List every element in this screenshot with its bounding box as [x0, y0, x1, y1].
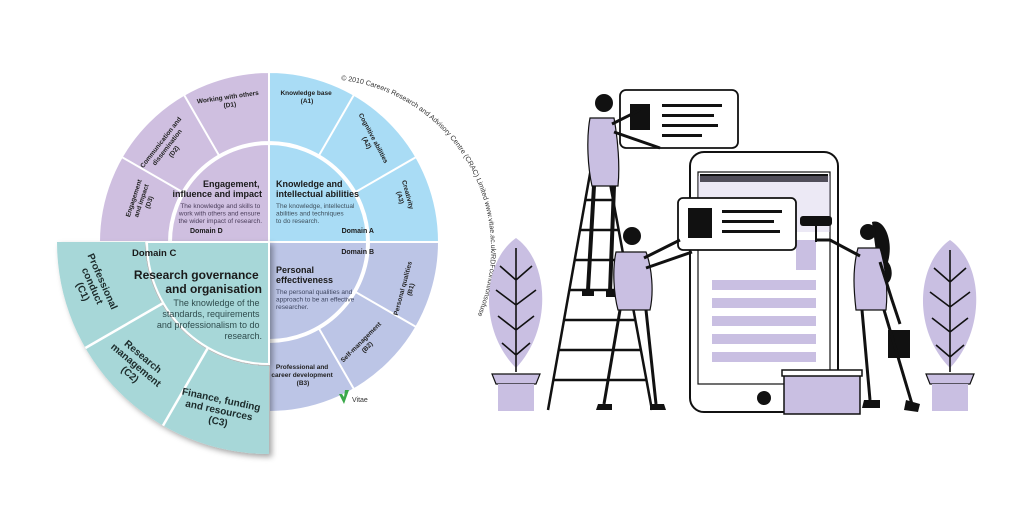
domain-c-desc: research. — [224, 331, 262, 341]
domain-d-title: influence and impact — [172, 189, 262, 199]
domain-b-desc: researcher. — [276, 304, 309, 311]
domain-a-panel: Knowledge and intellectual abilities The… — [276, 179, 374, 235]
svg-text:The knowledge, intellectual: The knowledge, intellectual abilities an… — [276, 203, 356, 225]
domain-a-desc: abilities and techniques — [276, 211, 344, 218]
subdomain-d1-line: (D1) — [223, 101, 236, 110]
content-card-top — [619, 89, 739, 149]
subdomain-b1-line: (B1) — [406, 283, 416, 297]
svg-text:The knowledge of the s: The knowledge of the standards, requirem… — [157, 298, 262, 341]
ring-divider — [161, 347, 210, 427]
domain-a-title: intellectual abilities — [276, 189, 359, 199]
person-standing-icon — [596, 227, 693, 410]
person-painting-icon — [800, 216, 920, 412]
left-plant-icon — [488, 238, 543, 411]
ring-divider — [121, 156, 185, 194]
domain-c-panel: Domain C Research governance and organis… — [132, 248, 262, 341]
svg-text:Knowledge base (A1): Knowledge base (A1) — [280, 90, 333, 105]
svg-text:The personal qualities and: The personal qualities and approach to b… — [276, 289, 356, 311]
domain-a-inner — [268, 142, 369, 243]
subdomain-c3-line: (C3) — [207, 415, 228, 430]
domain-c-label: Domain C — [132, 248, 176, 259]
content-card-middle — [677, 197, 797, 251]
domain-d-desc: work with others and ensure — [178, 211, 261, 218]
paint-box-icon — [781, 369, 863, 415]
ring-divider — [183, 94, 221, 158]
domain-c-desc: and professionalism to do — [157, 320, 260, 330]
domain-b-title: Personal — [276, 265, 314, 275]
domain-d-inner — [169, 142, 270, 243]
vitae-logo: Vitae — [339, 390, 368, 404]
domain-c-highlight — [57, 241, 270, 454]
domain-c-title: Research governance — [134, 268, 259, 282]
domain-b-desc: The personal qualities and — [276, 289, 353, 296]
domain-b-title: effectiveness — [276, 275, 333, 285]
domain-b-label: Domain B — [341, 249, 374, 256]
domain-a-desc: to do research. — [276, 218, 320, 225]
subdomain-a1-line: Knowledge base — [280, 90, 332, 97]
right-plant-icon — [922, 240, 977, 411]
domain-c-inner — [145, 241, 270, 366]
domain-d-desc: The knowledge and skills to — [180, 203, 260, 210]
subdomain-a1: Knowledge base (A1) — [280, 90, 333, 105]
domain-c-desc: standards, requirements — [162, 309, 260, 319]
rdf-wheel: Knowledge base (A1) Cognitive abilities … — [57, 70, 496, 454]
vitae-mark-icon — [339, 390, 349, 404]
subdomain-d3-line: (D3) — [145, 195, 156, 209]
subdomain-b3-line: career development — [271, 372, 333, 379]
ring-dividers — [121, 94, 417, 390]
ring-divider — [353, 156, 417, 194]
subdomain-a1-line: (A1) — [301, 98, 314, 105]
domain-d-panel: Engagement, influence and impact The kno… — [172, 179, 262, 235]
domain-a-label: Domain A — [342, 228, 374, 235]
team-building-illustration — [488, 89, 977, 415]
domain-b-panel: Domain B Personal effectiveness The pers… — [276, 249, 374, 311]
subdomain-b3-line: (B3) — [297, 380, 310, 387]
domain-a-desc: The knowledge, intellectual — [276, 203, 355, 210]
ring-divider — [84, 301, 164, 350]
svg-text:Professional and caree: Professional and career development (B3) — [271, 364, 334, 387]
domain-d-label: Domain D — [190, 228, 223, 235]
domain-c-outer-ring — [57, 242, 269, 454]
vitae-brand-text: Vitae — [352, 397, 368, 404]
domain-a-title: Knowledge and — [276, 179, 343, 189]
ring-divider — [317, 326, 355, 390]
domain-b-inner — [268, 241, 369, 342]
domain-b-desc: approach to be an effective — [276, 297, 355, 304]
ring-divider — [353, 290, 417, 328]
person-on-ladder-icon — [582, 94, 661, 297]
svg-text:Personal effectiveness: Personal effectiveness — [276, 265, 333, 285]
domain-d-desc: the wider impact of research. — [179, 218, 263, 225]
svg-text:The knowledge and skills to: The knowledge and skills to work with ot… — [178, 203, 262, 225]
subdomain-b3: Professional and career development (B3) — [271, 364, 334, 387]
ring-divider — [317, 94, 355, 158]
subdomain-a3-line: (A3) — [395, 191, 405, 205]
domain-c-desc: The knowledge of the — [173, 298, 259, 308]
domain-d-title: Engagement, — [203, 179, 260, 189]
svg-text:Engagement, influence: Engagement, influence and impact — [172, 179, 262, 199]
domain-c-title: and organisation — [165, 282, 262, 296]
domain-c-dividers — [84, 301, 210, 427]
svg-text:Knowledge and intellec: Knowledge and intellectual abilities — [276, 179, 359, 199]
subdomain-b3-line: Professional and — [276, 364, 328, 371]
svg-text:Research governance an: Research governance and organisation — [134, 268, 262, 296]
